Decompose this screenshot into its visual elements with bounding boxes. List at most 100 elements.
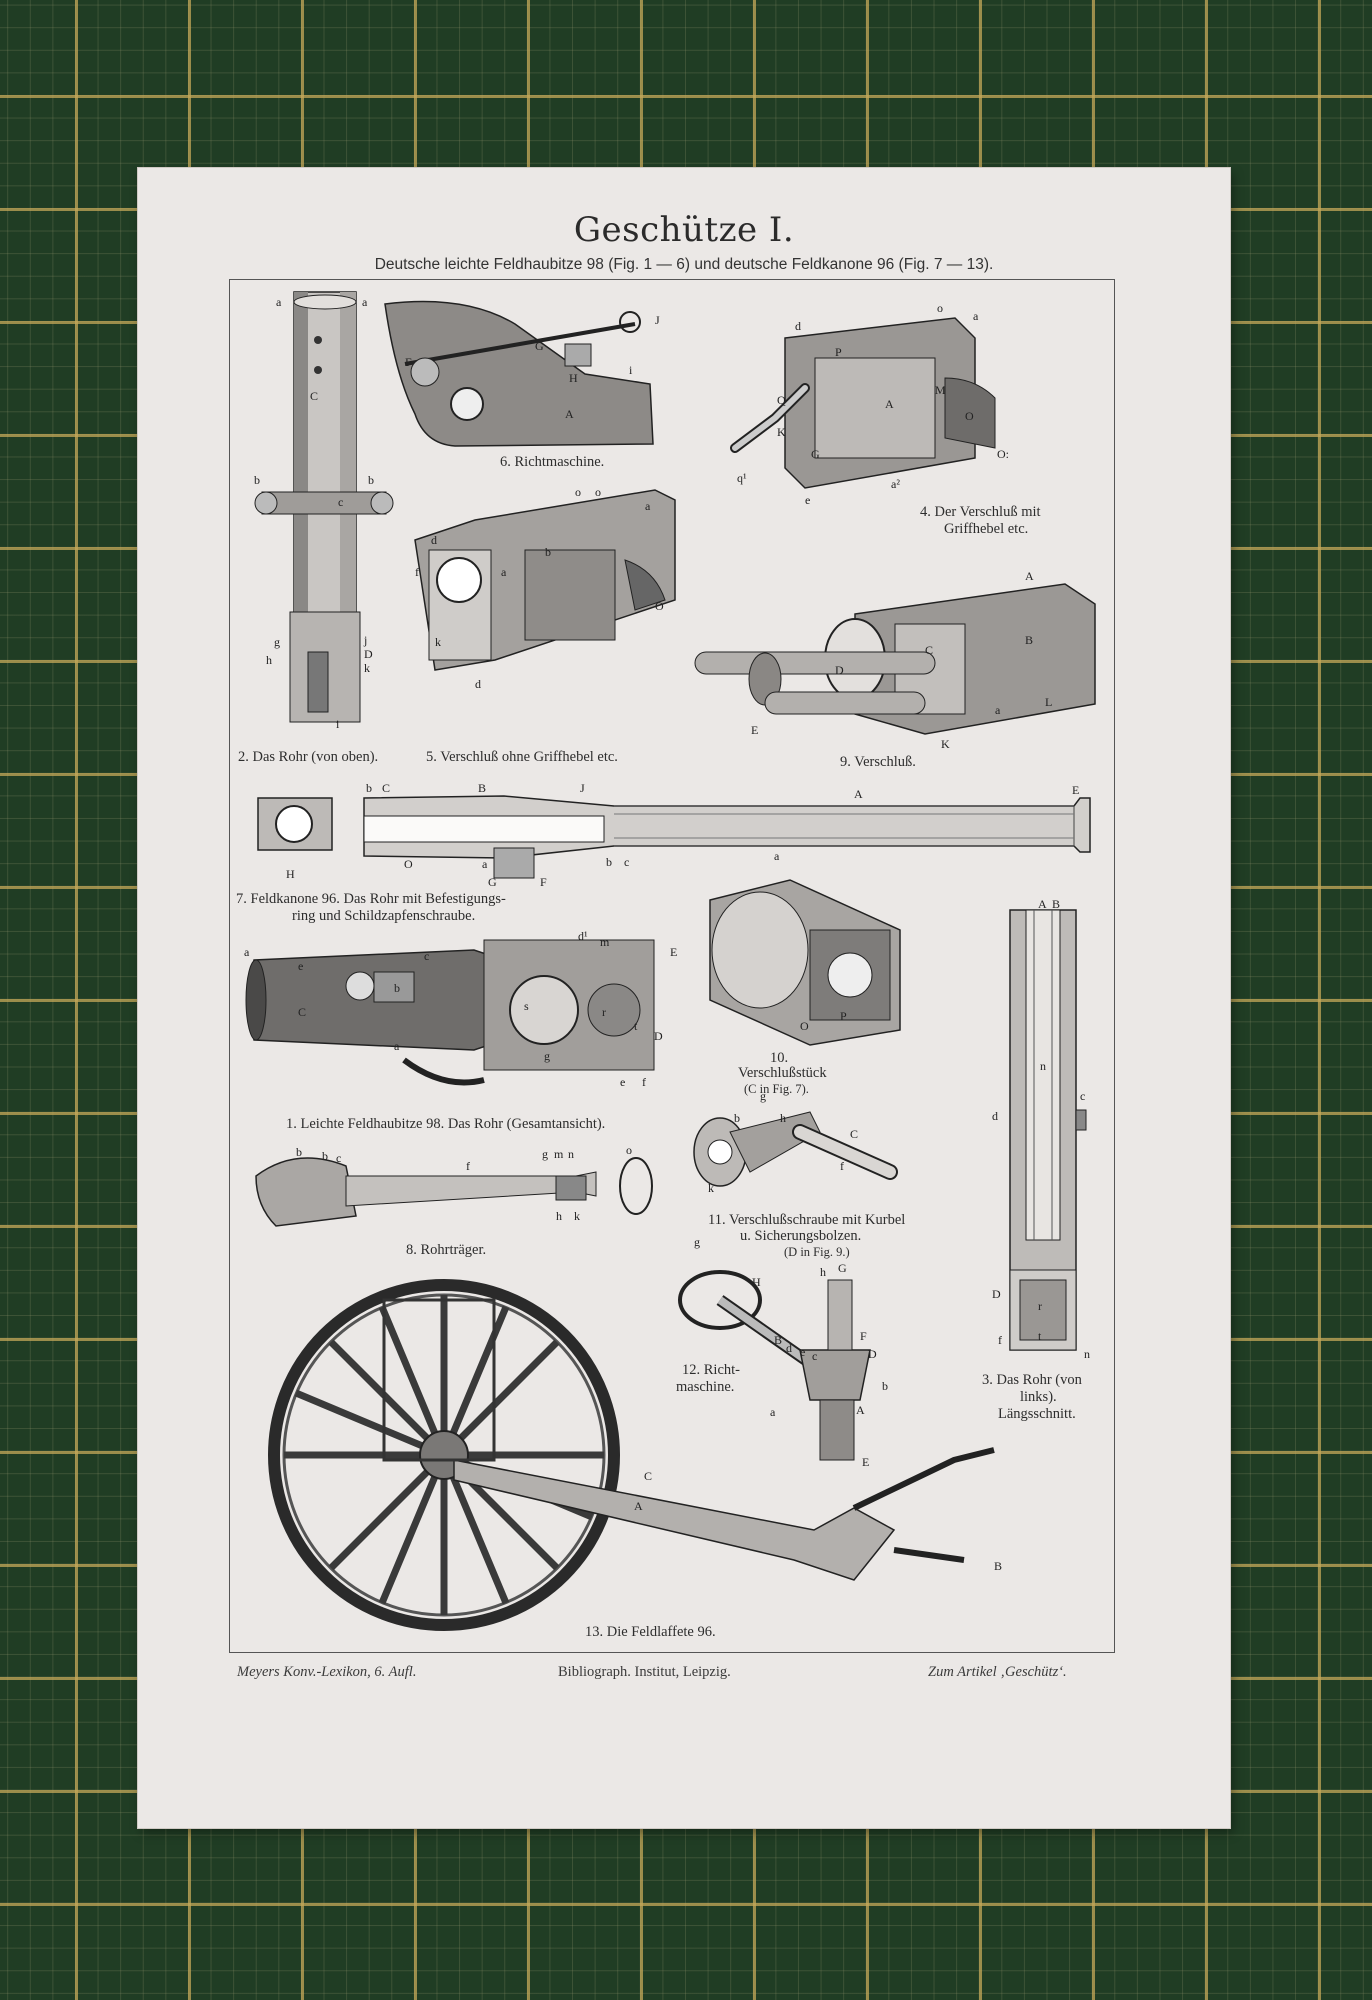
svg-text:k: k — [364, 661, 370, 675]
svg-text:g: g — [694, 1235, 700, 1249]
svg-text:b: b — [368, 473, 374, 487]
footer-center: Bibliograph. Institut, Leipzig. — [558, 1664, 731, 1680]
svg-text:c: c — [336, 1151, 341, 1165]
svg-text:O: O — [655, 599, 664, 613]
svg-text:c: c — [624, 855, 629, 869]
svg-text:b: b — [545, 545, 551, 559]
caption-fig4-line2: Griffhebel etc. — [944, 521, 1029, 537]
footer-left: Meyers Konv.-Lexikon, 6. Aufl. — [237, 1664, 417, 1680]
svg-text:C: C — [644, 1469, 652, 1483]
svg-text:g: g — [542, 1147, 548, 1161]
svg-text:D: D — [992, 1287, 1001, 1301]
svg-text:K: K — [777, 425, 786, 439]
fig11-breech-screw-with-crank: gb hC fk — [693, 1089, 898, 1195]
caption-fig10-line3: (C in Fig. 7). — [744, 1082, 809, 1096]
svg-text:J: J — [580, 781, 585, 795]
svg-text:f: f — [642, 1075, 646, 1089]
svg-text:t: t — [634, 1019, 638, 1033]
svg-text:b: b — [394, 981, 400, 995]
svg-text:a: a — [501, 565, 507, 579]
caption-fig11-line1: 11. Verschlußschraube mit Kurbel — [708, 1212, 906, 1228]
svg-text:C: C — [298, 1005, 306, 1019]
svg-text:f: f — [466, 1159, 470, 1173]
svg-text:E: E — [751, 723, 758, 737]
svg-text:o: o — [937, 301, 943, 315]
svg-text:D: D — [654, 1029, 663, 1043]
svg-text:d: d — [786, 1341, 792, 1355]
svg-text:A: A — [854, 787, 863, 801]
svg-text:F: F — [405, 355, 412, 369]
svg-text:C: C — [310, 389, 318, 403]
svg-text:d: d — [795, 319, 801, 333]
svg-text:h: h — [556, 1209, 562, 1223]
svg-text:b: b — [296, 1145, 302, 1159]
svg-text:t: t — [1038, 1329, 1042, 1343]
svg-text:A: A — [856, 1403, 865, 1417]
svg-text:f: f — [840, 1159, 844, 1173]
fig6-elevating-gear: GF Ji HA — [384, 300, 660, 447]
svg-text:r: r — [602, 1005, 606, 1019]
svg-text:g: g — [544, 1049, 550, 1063]
svg-text:B: B — [1025, 633, 1033, 647]
svg-text:h: h — [820, 1265, 826, 1279]
svg-text:o: o — [595, 485, 601, 499]
svg-text:b: b — [254, 473, 260, 487]
svg-text:H: H — [286, 867, 295, 881]
svg-text:K: K — [941, 737, 950, 751]
svg-text:a: a — [482, 857, 488, 871]
svg-text:A: A — [634, 1499, 643, 1513]
caption-fig11-line3: (D in Fig. 9.) — [784, 1245, 850, 1259]
caption-fig3-line3: Längsschnitt. — [998, 1406, 1076, 1422]
svg-text:P: P — [835, 345, 842, 359]
svg-text:i: i — [336, 717, 340, 731]
svg-text:b: b — [882, 1379, 888, 1393]
svg-text:D: D — [835, 663, 844, 677]
svg-text:a: a — [362, 295, 368, 309]
svg-text:C: C — [382, 781, 390, 795]
svg-text:A: A — [885, 397, 894, 411]
svg-text:k: k — [435, 635, 441, 649]
caption-fig10-line2: Verschlußstück — [738, 1065, 827, 1081]
svg-text:B: B — [774, 1333, 782, 1347]
caption-fig7-line2: ring und Schildzapfenschraube. — [292, 908, 476, 924]
svg-text:d: d — [992, 1109, 998, 1123]
svg-text:B: B — [994, 1559, 1002, 1573]
svg-text:E: E — [862, 1455, 869, 1469]
svg-text:b: b — [606, 855, 612, 869]
svg-text:a: a — [244, 945, 250, 959]
svg-text:n: n — [1084, 1347, 1090, 1361]
footer-right: Zum Artikel ‚Geschütz‘. — [928, 1664, 1067, 1680]
svg-text:C: C — [925, 643, 933, 657]
fig13-field-gun-carriage: C A B — [268, 1279, 1002, 1631]
svg-text:G: G — [811, 447, 820, 461]
svg-text:n: n — [1040, 1059, 1046, 1073]
svg-text:f: f — [998, 1333, 1002, 1347]
caption-fig11-line2: u. Sicherungsbolzen. — [740, 1228, 862, 1244]
svg-text:a²: a² — [891, 477, 900, 491]
svg-text:C: C — [850, 1127, 858, 1141]
svg-text:c: c — [338, 495, 343, 509]
svg-text:G: G — [535, 339, 544, 353]
svg-text:A: A — [1025, 569, 1034, 583]
svg-text:B: B — [1052, 897, 1060, 911]
svg-text:c: c — [812, 1349, 817, 1363]
svg-text:b: b — [322, 1149, 328, 1163]
page-title: Geschütze I. — [573, 210, 795, 250]
svg-text:d: d — [431, 533, 437, 547]
caption-fig5: 5. Verschluß ohne Griffhebel etc. — [426, 749, 618, 765]
svg-text:M: M — [935, 383, 946, 397]
svg-text:a: a — [770, 1405, 776, 1419]
svg-text:r: r — [1038, 1299, 1042, 1313]
svg-text:m: m — [600, 935, 610, 949]
caption-fig2: 2. Das Rohr (von oben). — [238, 749, 379, 765]
svg-text:h: h — [266, 653, 272, 667]
svg-text:a: a — [645, 499, 651, 513]
svg-text:e: e — [805, 493, 810, 507]
svg-text:b: b — [734, 1111, 740, 1125]
svg-text:a: a — [276, 295, 282, 309]
svg-text:e: e — [800, 1345, 805, 1359]
